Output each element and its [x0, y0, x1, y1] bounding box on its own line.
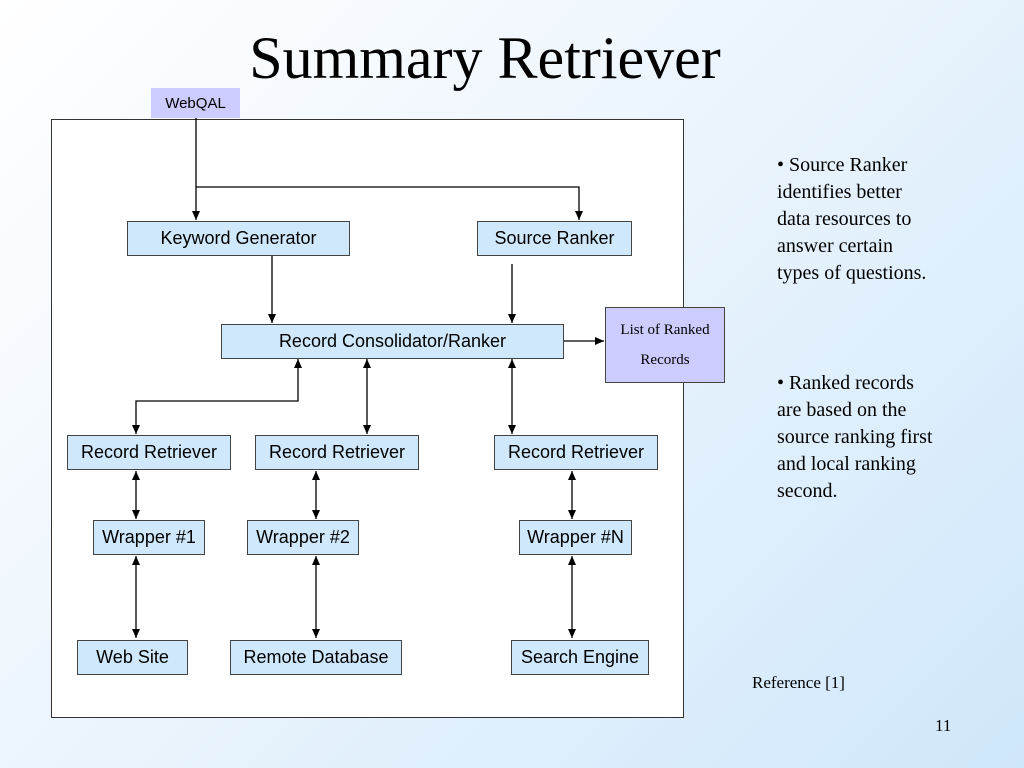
ranked-records-box: List of Ranked Records [605, 307, 725, 383]
wrapper-box-3: Wrapper #N [519, 520, 632, 555]
ranked-records-line-2: Records [640, 352, 690, 368]
ranked-records-line-1: List of Ranked [620, 322, 710, 338]
wrapper-box-2: Wrapper #2 [247, 520, 359, 555]
record-retriever-box-3: Record Retriever [494, 435, 658, 470]
source-box-search-engine: Search Engine [511, 640, 649, 675]
slide-title: Summary Retriever [249, 25, 721, 91]
record-retriever-box-1: Record Retriever [67, 435, 231, 470]
wrapper-box-1: Wrapper #1 [93, 520, 205, 555]
reference-label: Reference [1] [752, 673, 845, 692]
diagram-frame [51, 119, 684, 718]
source-box-remote-database: Remote Database [230, 640, 402, 675]
source-box-web-site: Web Site [77, 640, 188, 675]
note-source-ranker: • Source Ranker identifies better data r… [777, 154, 927, 284]
record-consolidator-box: Record Consolidator/Ranker [221, 324, 564, 359]
keyword-generator-box: Keyword Generator [127, 221, 350, 256]
source-ranker-box: Source Ranker [477, 221, 632, 256]
webqal-label: WebQAL [151, 88, 240, 118]
page-number: 11 [935, 716, 952, 735]
note-ranked-records: • Ranked records are based on the source… [777, 372, 933, 502]
record-retriever-box-2: Record Retriever [255, 435, 419, 470]
